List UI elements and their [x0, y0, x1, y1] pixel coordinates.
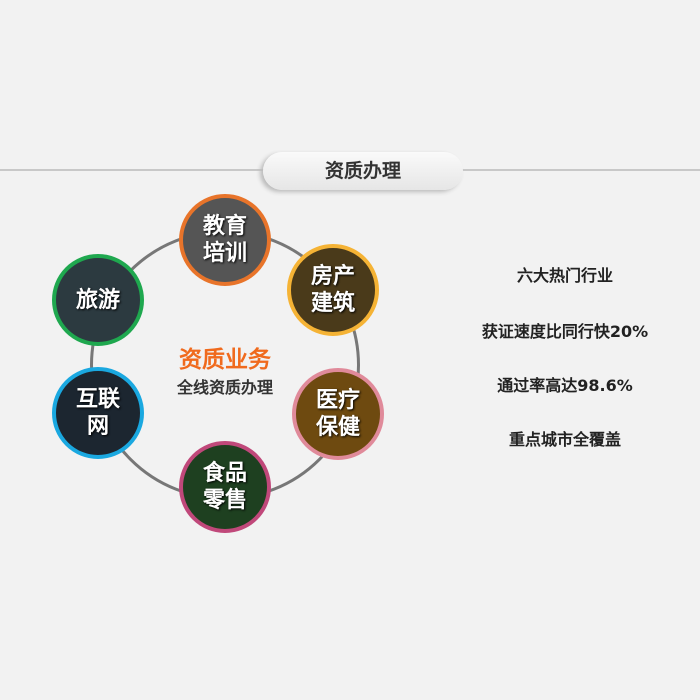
node-real-estate: 房产建筑 [287, 244, 379, 336]
node-food-retail: 食品零售 [179, 441, 271, 533]
node-label: 网 [86, 414, 109, 439]
center-label: 资质业务 全线资质办理 [140, 340, 310, 398]
center-title: 资质业务 [179, 347, 271, 373]
node-label: 零售 [202, 488, 247, 513]
feature-item: 获证速度比同行快20% [481, 322, 649, 341]
node-label: 房产 [310, 264, 355, 289]
node-label: 教育 [202, 214, 247, 239]
node-label: 食品 [202, 461, 247, 486]
feature-item: 六大热门行业 [516, 266, 613, 285]
feature-item: 通过率高达98.6% [497, 376, 633, 395]
node-label: 保健 [315, 415, 360, 440]
feature-item: 重点城市全覆盖 [508, 430, 621, 449]
node-education: 教育培训 [179, 194, 271, 286]
center-subtitle: 全线资质办理 [176, 378, 273, 397]
node-label: 医疗 [315, 388, 360, 413]
node-label: 培训 [202, 241, 247, 266]
node-label: 建筑 [310, 291, 355, 316]
section-title: 资质办理 [263, 152, 463, 190]
node-healthcare: 医疗保健 [292, 368, 384, 460]
node-internet: 互联网 [52, 367, 144, 459]
node-label: 互联 [75, 387, 120, 412]
node-tourism: 旅游 [52, 254, 144, 346]
node-label: 旅游 [75, 287, 120, 313]
